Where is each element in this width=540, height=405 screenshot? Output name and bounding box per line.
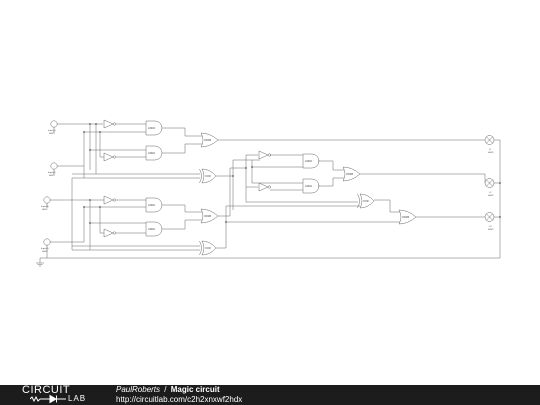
input-sublabel-4: H/H/1: [42, 251, 48, 253]
not-gate-1[interactable]: [103, 119, 116, 129]
input-sublabel-1: H/H/1: [49, 133, 55, 135]
input-sublabel-2: H/H/1: [49, 175, 55, 177]
input-label-1: Input(1): [48, 129, 56, 132]
wires-top-block: [57, 123, 485, 210]
circuit-attribution: PaulRoberts / Magic circuit: [116, 385, 220, 394]
and-gate-2-label: AND2: [148, 151, 155, 155]
or-gate-4-label: OR2B: [402, 215, 409, 219]
xor-gate-3-label: XOR: [363, 199, 369, 203]
logo-circuit-text: CIRCUIT: [22, 384, 71, 396]
or-gate-3-label: OR2B: [346, 172, 353, 176]
or-gate-1[interactable]: [200, 132, 219, 148]
lamp-2-label: L2: [489, 192, 492, 194]
schematic-canvas: Input(1) H/H/1 Input(2) H/H/1 Input(3) H…: [36, 119, 501, 267]
xor-gate-2-label: XOR: [205, 246, 211, 250]
and-gate-1[interactable]: [145, 120, 163, 136]
input-label-3: Input(3): [41, 205, 49, 208]
and-gate-6[interactable]: [302, 178, 320, 194]
lamp-3[interactable]: [484, 212, 495, 222]
and-gate-3-label: AND2: [148, 203, 155, 207]
lamp-2[interactable]: [484, 174, 495, 188]
or-gate-3[interactable]: [342, 166, 361, 182]
diode-logo-icon: [30, 394, 66, 404]
lamp-2-sublabel: H/H/1: [488, 195, 494, 197]
ground-symbol: [36, 257, 500, 267]
xor-gate-2[interactable]: [199, 240, 217, 256]
author-link[interactable]: PaulRoberts: [116, 385, 161, 394]
not-gate-3[interactable]: [103, 195, 116, 205]
or-gate-4[interactable]: [398, 209, 417, 225]
and-gate-4-label: AND2: [148, 227, 155, 231]
lamp-3-label: L3: [489, 226, 492, 228]
circuit-title[interactable]: Magic circuit: [170, 385, 220, 394]
circuit-url[interactable]: http://circuitlab.com/c2h2xnxwf2hdx: [116, 395, 243, 404]
xor-gate-1-label: XOR: [205, 174, 211, 178]
and-gate-6-label: AND2: [305, 184, 312, 188]
and-gate-3[interactable]: [145, 197, 163, 213]
input-label-4: Input(4): [41, 247, 49, 250]
lamp-1[interactable]: [484, 135, 495, 145]
xor-gate-3[interactable]: [357, 193, 375, 209]
not-gate-4[interactable]: [103, 228, 116, 238]
wires-right-block: [226, 139, 501, 258]
or-gate-2[interactable]: [200, 208, 219, 224]
lamp-1-sublabel: H/H/1: [488, 152, 494, 154]
junction-dots: [83, 123, 501, 224]
logo-lab-text: LAB: [68, 394, 87, 403]
not-gate-5[interactable]: [258, 150, 271, 160]
or-gate-1-label: OR2B: [204, 138, 211, 142]
and-gate-5[interactable]: [302, 153, 320, 169]
not-gate-2[interactable]: [103, 152, 116, 162]
and-gate-1-label: AND2: [148, 126, 155, 130]
lamp-3-sublabel: H/H/1: [488, 229, 494, 231]
and-gate-5-label: AND2: [305, 159, 312, 163]
or-gate-2-label: OR2B: [204, 214, 211, 218]
lamp-1-label: L1: [489, 149, 492, 151]
not-gate-6[interactable]: [258, 182, 271, 192]
separator: /: [164, 385, 167, 394]
footer-bar: CIRCUIT LAB PaulRoberts / Magic circuit …: [0, 384, 540, 405]
input-label-2: Input(2): [48, 171, 56, 174]
and-gate-4[interactable]: [145, 221, 163, 237]
xor-gate-1[interactable]: [199, 168, 217, 184]
input-sublabel-3: H/H/1: [42, 209, 48, 211]
and-gate-2[interactable]: [145, 145, 163, 161]
wires-bottom-block: [50, 168, 360, 251]
